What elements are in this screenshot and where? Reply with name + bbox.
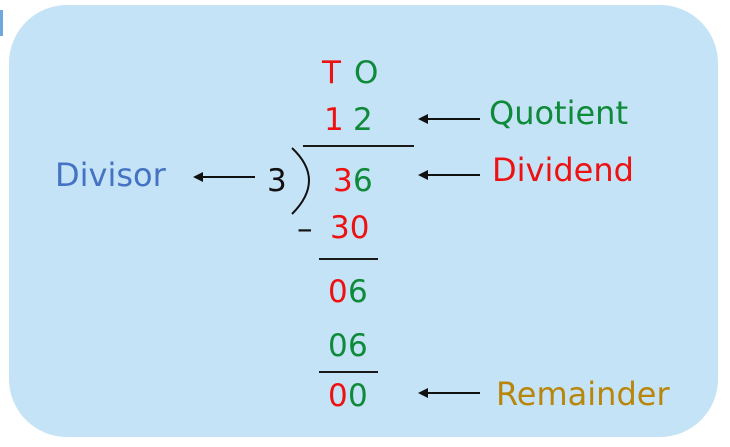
subtraction-value: 30	[330, 210, 370, 246]
division-bracket	[291, 147, 310, 215]
corner-mark	[0, 10, 3, 36]
diagram-panel	[9, 5, 718, 437]
minus-sign: –	[297, 211, 313, 247]
difference-tens-digit: 0	[328, 274, 348, 310]
remainder-arrow-icon	[418, 388, 480, 398]
subtract-tens-digit: 0	[328, 328, 348, 364]
subtraction-line-2	[319, 371, 378, 373]
subtract-ones-digit: 6	[348, 328, 368, 364]
division-bar	[303, 145, 414, 147]
divisor-digit: 3	[267, 163, 287, 199]
difference-ones-digit: 6	[348, 274, 368, 310]
subtraction-line-1	[319, 258, 378, 260]
divisor-label: Divisor	[55, 156, 166, 194]
quotient-label: Quotient	[489, 94, 628, 132]
place-value-ones: O	[354, 55, 379, 91]
quotient-ones-digit: 2	[353, 102, 373, 138]
place-value-tens: T	[322, 55, 341, 91]
remainder-tens-digit: 0	[328, 378, 348, 414]
dividend-arrow-icon	[418, 170, 480, 180]
quotient-tens-digit: 1	[324, 102, 344, 138]
dividend-tens-digit: 3	[333, 163, 353, 199]
divisor-arrow-icon	[193, 172, 255, 182]
remainder-label: Remainder	[496, 375, 670, 413]
dividend-label: Dividend	[492, 151, 634, 189]
dividend-ones-digit: 6	[353, 163, 373, 199]
remainder-ones-digit: 0	[348, 378, 368, 414]
quotient-arrow-icon	[418, 114, 480, 124]
